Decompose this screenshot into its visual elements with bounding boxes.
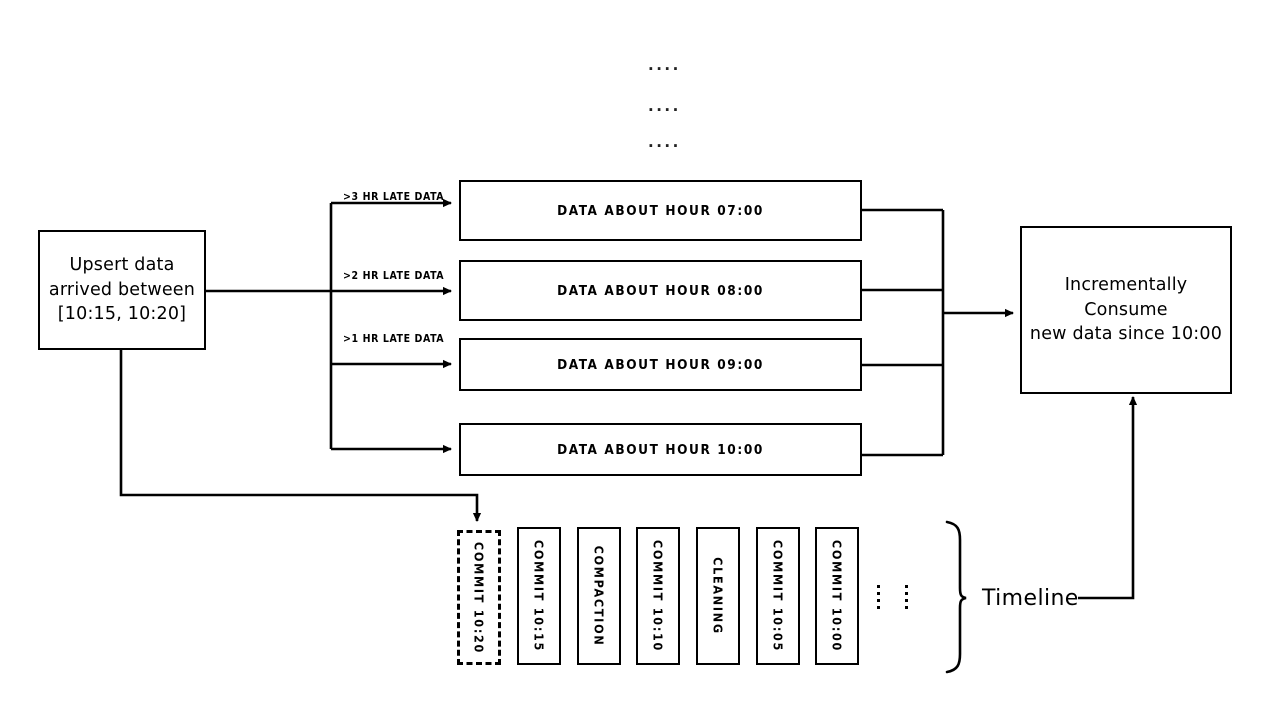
route-label-3hr: >3 hr late data — [343, 191, 445, 203]
data-box-hour-08[interactable]: Data about hour 08:00 — [459, 260, 862, 321]
data-box-hour-07[interactable]: Data about hour 07:00 — [459, 180, 862, 241]
incremental-consumer-box[interactable]: Incrementally Consume new data since 10:… — [1020, 226, 1232, 394]
continuation-dots-2: .... — [648, 97, 681, 115]
upsert-line-3: [10:15, 10:20] — [57, 304, 187, 325]
timeline-instant-commit-1005[interactable]: COMMIT 10:05 — [756, 527, 800, 665]
timeline-ellipsis-icon-2 — [905, 585, 908, 609]
consumer-line-1: Incrementally Consume — [1064, 274, 1188, 320]
timeline-instant-commit-1000[interactable]: COMMIT 10:00 — [815, 527, 859, 665]
timeline-instant-label: COMMIT 10:10 — [650, 539, 666, 653]
upsert-source-box[interactable]: Upsert data arrived between [10:15, 10:2… — [38, 230, 206, 350]
continuation-dots-1: .... — [648, 56, 681, 74]
timeline-instant-label: COMMIT 10:00 — [829, 539, 845, 653]
timeline-instant-label: COMPACTION — [591, 545, 607, 647]
data-box-hour-09[interactable]: Data about hour 09:00 — [459, 338, 862, 391]
timeline-label: Timeline — [982, 586, 1079, 611]
timeline-instant-label: COMMIT 10:15 — [531, 539, 547, 653]
timeline-instant-commit-1010[interactable]: COMMIT 10:10 — [636, 527, 680, 665]
continuation-dots-3: .... — [648, 133, 681, 151]
timeline-instant-compaction[interactable]: COMPACTION — [577, 527, 621, 665]
timeline-instant-cleaning[interactable]: CLEANING — [696, 527, 740, 665]
upsert-line-2: arrived between — [48, 279, 196, 300]
timeline-ellipsis-icon-1 — [877, 585, 880, 609]
route-label-1hr: >1 hr late data — [343, 333, 445, 345]
timeline-instant-label: CLEANING — [710, 557, 726, 635]
timeline-instant-label: COMMIT 10:20 — [471, 541, 487, 654]
consumer-line-2: new data since 10:00 — [1029, 324, 1223, 345]
upsert-line-1: Upsert data — [69, 254, 175, 275]
timeline-instant-commit-1015[interactable]: COMMIT 10:15 — [517, 527, 561, 665]
timeline-instant-label: COMMIT 10:05 — [770, 539, 786, 653]
route-label-2hr: >2 hr late data — [343, 270, 445, 282]
data-box-hour-10[interactable]: Data about hour 10:00 — [459, 423, 862, 476]
timeline-instant-commit-1020[interactable]: COMMIT 10:20 — [457, 530, 501, 665]
